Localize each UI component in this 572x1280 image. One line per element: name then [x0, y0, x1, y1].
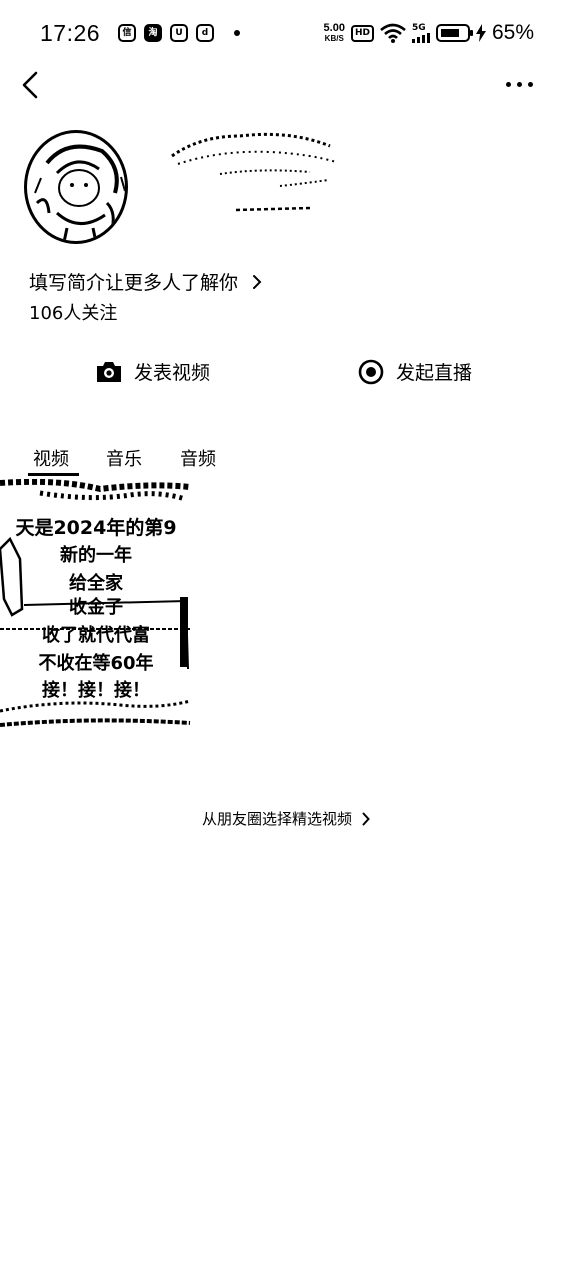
thumbnail-caption-line: 天是2024年的第9: [15, 517, 177, 539]
thumbnail-caption-line: 收了就代代富: [42, 625, 150, 646]
video-thumbnail[interactable]: 天是2024年的第9 新的一年 给全家 收金子 收了就代代富 不收在等60年 接…: [0, 479, 192, 735]
thumbnail-caption-line: 收金子: [69, 597, 123, 618]
battery-percent: 65%: [491, 21, 534, 44]
status-time: 17:26: [40, 20, 101, 46]
thumbnail-caption-line: 不收在等60年: [38, 653, 154, 674]
wifi-icon: [380, 23, 406, 43]
tab-audio[interactable]: 音频: [180, 449, 216, 470]
more-dots-icon: [506, 81, 511, 87]
app-notification-icon: U: [170, 24, 188, 42]
live-broadcast-icon: [358, 359, 384, 384]
edit-intro-link[interactable]: 填写简介让更多人了解你: [29, 268, 262, 295]
network-speed-unit: KB/S: [324, 34, 344, 43]
more-notifications-dot-icon: [234, 30, 240, 36]
chevron-left-icon: [22, 71, 38, 99]
content-tabs: 视频 音乐 音频: [0, 440, 572, 476]
thumbnail-caption-line: 给全家: [69, 573, 123, 594]
intro-text: 填写简介让更多人了解你: [29, 272, 239, 294]
camera-icon: [97, 361, 121, 382]
chevron-right-icon: [253, 274, 262, 289]
thumbnail-caption-line: 接！接！接！: [42, 680, 150, 701]
notification-icons: 信 淘 U d: [118, 24, 240, 42]
app-notification-icon: 信: [118, 24, 136, 42]
tab-video[interactable]: 视频: [33, 449, 69, 470]
post-video-button[interactable]: 发表视频: [96, 358, 210, 385]
cellular-signal-icon: 5G: [411, 23, 430, 43]
network-speed-value: 5.00: [323, 22, 345, 34]
thumbnail-caption-line: 新的一年: [60, 545, 132, 566]
post-video-label: 发表视频: [134, 362, 211, 384]
thumbnail-background: [0, 479, 191, 727]
battery-icon: [435, 24, 473, 42]
system-indicators: 5.00 KB/S HD 5G 65%: [324, 21, 534, 45]
select-from-moments-link[interactable]: 从朋友圈选择精选视频: [0, 808, 572, 829]
start-live-label: 发起直播: [396, 362, 473, 384]
start-live-button[interactable]: 发起直播: [358, 358, 472, 385]
more-options-button[interactable]: [506, 74, 542, 94]
app-notification-icon: d: [196, 24, 214, 42]
select-link-text: 从朋友圈选择精选视频: [201, 810, 352, 828]
tab-music[interactable]: 音乐: [106, 449, 142, 470]
status-bar: 17:26 信 淘 U d 5.00 KB/S HD 5G: [0, 0, 572, 70]
app-notification-icon: 淘: [144, 24, 162, 42]
avatar-image: [34, 144, 125, 241]
active-tab-indicator: [28, 473, 79, 476]
hd-voice-icon: HD: [350, 24, 374, 42]
network-speed: 5.00 KB/S: [323, 22, 345, 44]
follow-count[interactable]: 106人关注: [29, 303, 118, 324]
charging-bolt-icon: [475, 24, 486, 42]
signal-bars-icon: [411, 33, 430, 43]
chevron-right-icon: [362, 812, 370, 825]
network-type-label: 5G: [411, 23, 426, 33]
avatar[interactable]: [24, 130, 128, 244]
nickname-image: [160, 128, 340, 216]
back-button[interactable]: [16, 70, 46, 100]
